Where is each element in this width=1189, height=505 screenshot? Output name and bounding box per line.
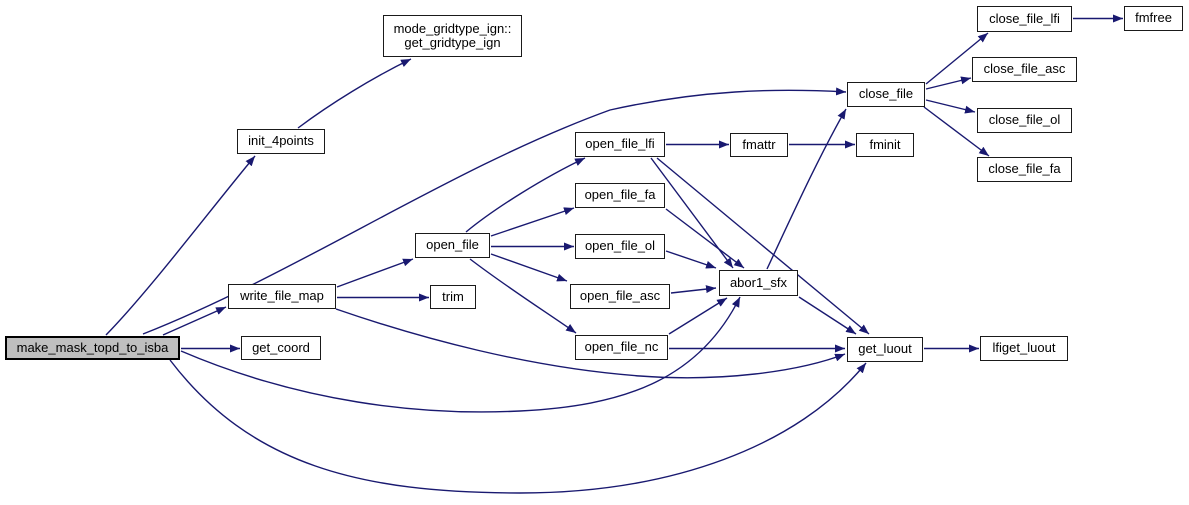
- node-init_4points[interactable]: init_4points: [237, 129, 325, 154]
- node-open_file_asc[interactable]: open_file_asc: [570, 284, 670, 309]
- node-fminit[interactable]: fminit: [856, 133, 914, 157]
- edge-init_4points--mode_gridtype_ign__get_gridtype_ign: [297, 58, 412, 129]
- edge-abor1_sfx--get_luout: [798, 296, 857, 335]
- node-get_luout[interactable]: get_luout: [847, 337, 923, 362]
- node-abor1_sfx[interactable]: abor1_sfx: [719, 270, 798, 296]
- node-write_file_map[interactable]: write_file_map: [228, 284, 336, 309]
- node-make_mask_topd_to_isba: make_mask_topd_to_isba: [5, 336, 180, 360]
- node-open_file_fa[interactable]: open_file_fa: [575, 183, 665, 208]
- edge-open_file_fa--abor1_sfx: [665, 208, 745, 269]
- edge-open_file--open_file_lfi: [465, 157, 586, 233]
- edge-make_mask_topd_to_isba--abor1_sfx: [180, 296, 741, 413]
- edge-open_file_lfi--get_luout: [656, 157, 870, 335]
- edge-make_mask_topd_to_isba--get_luout: [169, 359, 867, 494]
- node-close_file[interactable]: close_file: [847, 82, 925, 107]
- edge-open_file--open_file_nc: [469, 258, 577, 334]
- edge-open_file--open_file_fa: [490, 207, 575, 237]
- edge-close_file--close_file_ol: [925, 99, 976, 114]
- edge-write_file_map--open_file: [336, 258, 414, 288]
- edge-make_mask_topd_to_isba--write_file_map: [162, 306, 227, 336]
- edge-open_file_nc--abor1_sfx: [668, 297, 728, 335]
- edge-close_file--close_file_fa: [923, 106, 990, 157]
- edge-close_file--close_file_lfi: [925, 32, 989, 85]
- edge-close_file--close_file_asc: [925, 76, 972, 90]
- edge-open_file_asc--abor1_sfx: [670, 285, 717, 294]
- node-open_file_lfi[interactable]: open_file_lfi: [575, 132, 665, 157]
- node-close_file_fa[interactable]: close_file_fa: [977, 157, 1072, 182]
- node-trim[interactable]: trim: [430, 285, 476, 309]
- node-fmfree[interactable]: fmfree: [1124, 6, 1183, 31]
- edge-make_mask_topd_to_isba--close_file: [142, 87, 847, 335]
- edge-write_file_map--get_luout: [335, 308, 846, 379]
- node-open_file_nc[interactable]: open_file_nc: [575, 335, 668, 360]
- edge-abor1_sfx--close_file: [766, 108, 847, 270]
- edge-make_mask_topd_to_isba--init_4points: [105, 155, 256, 336]
- node-open_file_ol[interactable]: open_file_ol: [575, 234, 665, 259]
- node-get_coord[interactable]: get_coord: [241, 336, 321, 360]
- node-close_file_lfi[interactable]: close_file_lfi: [977, 6, 1072, 32]
- node-open_file[interactable]: open_file: [415, 233, 490, 258]
- edge-open_file--open_file_asc: [490, 253, 568, 282]
- node-close_file_asc[interactable]: close_file_asc: [972, 57, 1077, 82]
- edge-open_file_ol--abor1_sfx: [665, 250, 717, 269]
- node-mode_gridtype_ign__get_gridtype_ign[interactable]: mode_gridtype_ign:: get_gridtype_ign: [383, 15, 522, 57]
- node-fmattr[interactable]: fmattr: [730, 133, 788, 157]
- node-lfiget_luout[interactable]: lfiget_luout: [980, 336, 1068, 361]
- node-close_file_ol[interactable]: close_file_ol: [977, 108, 1072, 133]
